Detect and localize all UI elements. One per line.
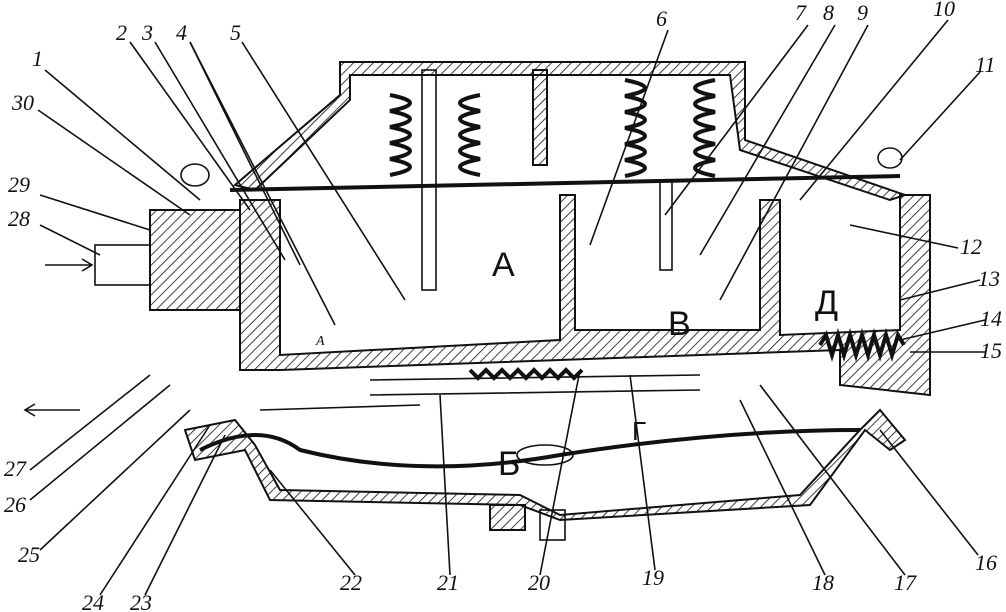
lower-housing [183,408,907,522]
label-12: 12 [960,234,982,259]
spring-15 [818,328,906,362]
label-26: 26 [4,492,26,517]
zone-b: Б [498,445,520,483]
label-22: 22 [340,570,362,595]
label-11: 11 [975,52,995,77]
label-23: 23 [130,590,152,612]
handle-left [180,163,210,187]
label-30: 30 [11,90,34,115]
inlet-nozzle [94,244,151,286]
cover-partition [532,69,548,166]
upper-diaphragm [229,174,901,192]
label-24: 24 [82,590,104,612]
label-14: 14 [980,306,1002,331]
zone-a-small: А [315,334,325,349]
horizontal-spring [468,367,584,381]
label-28: 28 [8,206,30,231]
outlet-arrow-icon [23,403,80,417]
label-15: 15 [980,338,1002,363]
valve-nut [516,444,574,466]
upper-cover [232,61,909,202]
label-27: 27 [4,456,27,481]
label-19: 19 [642,565,664,590]
label-29: 29 [8,172,30,197]
zone-labels: А В Б Г Д А [315,246,838,483]
label-1: 1 [32,46,43,71]
label-18: 18 [812,570,834,595]
drain-plug [489,504,526,531]
label-20: 20 [528,570,550,595]
lever [259,374,701,411]
leader-lines [29,19,986,596]
label-4: 4 [176,20,187,45]
label-3: 3 [141,20,153,45]
left-spring [389,69,481,291]
handle-right [877,147,903,169]
label-10: 10 [933,0,955,21]
label-16: 16 [975,550,997,575]
part-labels: 1 2 3 4 5 6 7 8 9 10 11 12 13 14 15 16 1… [4,0,1002,612]
label-17: 17 [894,570,917,595]
label-8: 8 [823,0,834,25]
label-2: 2 [116,20,127,45]
lower-diaphragm [199,428,861,469]
label-13: 13 [978,266,1000,291]
label-25: 25 [18,542,40,567]
label-5: 5 [230,20,241,45]
left-fitting [149,209,241,311]
zone-d: Д [815,284,838,322]
zone-v: В [668,305,691,343]
label-21: 21 [437,570,459,595]
zone-a: А [492,246,515,284]
label-9: 9 [857,0,868,25]
inlet-arrow-icon [45,258,94,272]
zone-g: Г [632,416,646,446]
valve-body [239,194,931,397]
label-7: 7 [795,0,807,25]
right-spring [624,78,716,271]
label-6: 6 [656,6,667,31]
